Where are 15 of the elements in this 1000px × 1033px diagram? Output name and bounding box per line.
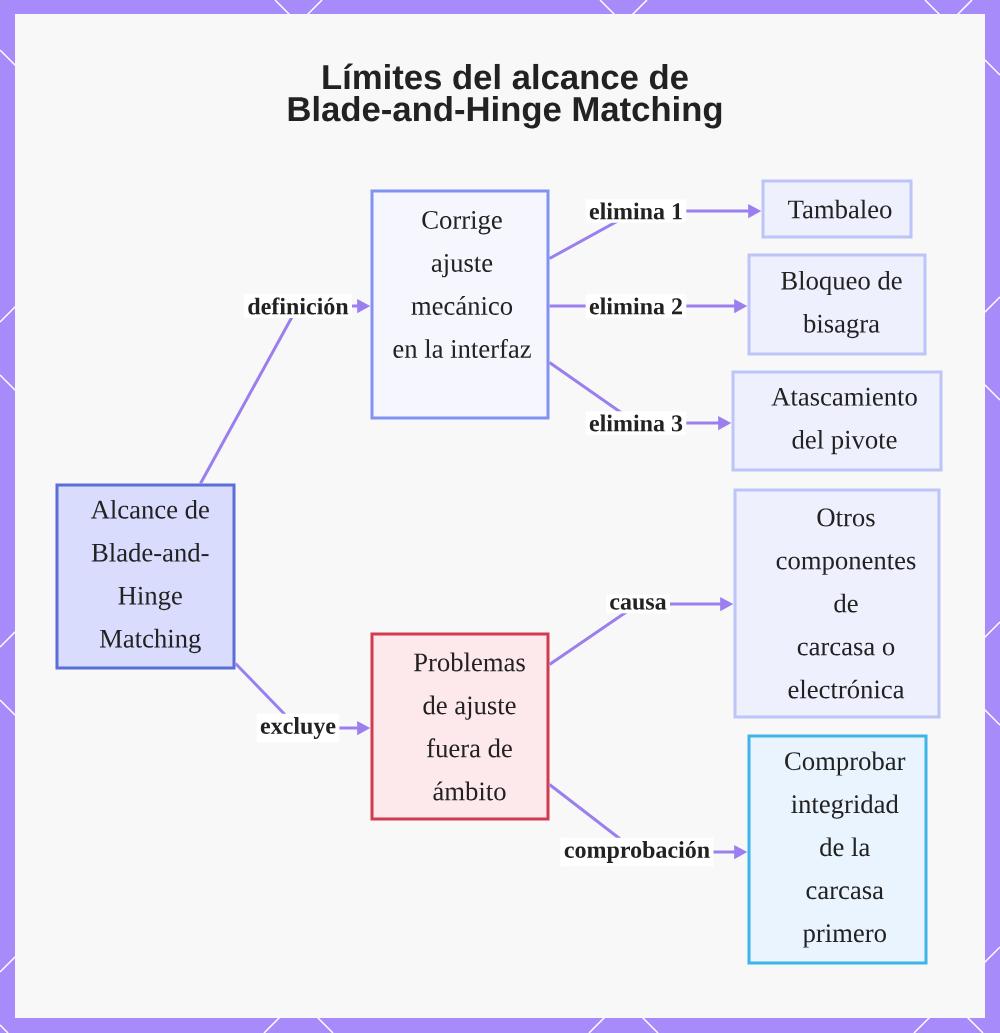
result-box: Atascamiento del pivote [731,370,943,472]
edge-label: comprobación [560,837,714,867]
root-box: Alcance de Blade-and-Hinge Matching [55,483,236,670]
result-box: Tambaleo [761,179,913,239]
action-box: Comprobar integridad de la carcasa primero [747,734,928,965]
edge-label: elimina 2 [585,294,687,318]
topic-box: Corrige ajuste mecánico en la interfaz [370,189,550,420]
result-box: Otros componentes de carcasa o electrónica [733,488,941,719]
edge-label: definición [244,294,352,318]
result-box: Bloqueo de bisagra [747,253,927,356]
warning-box: Problemas de ajuste fuera de ámbito [370,632,550,821]
edge-label: elimina 3 [585,411,687,435]
edge-label: elimina 1 [585,199,687,223]
title: Límites del alcance de Blade-and-Hinge Matching [288,63,722,129]
edge-label: excluye [256,713,340,743]
